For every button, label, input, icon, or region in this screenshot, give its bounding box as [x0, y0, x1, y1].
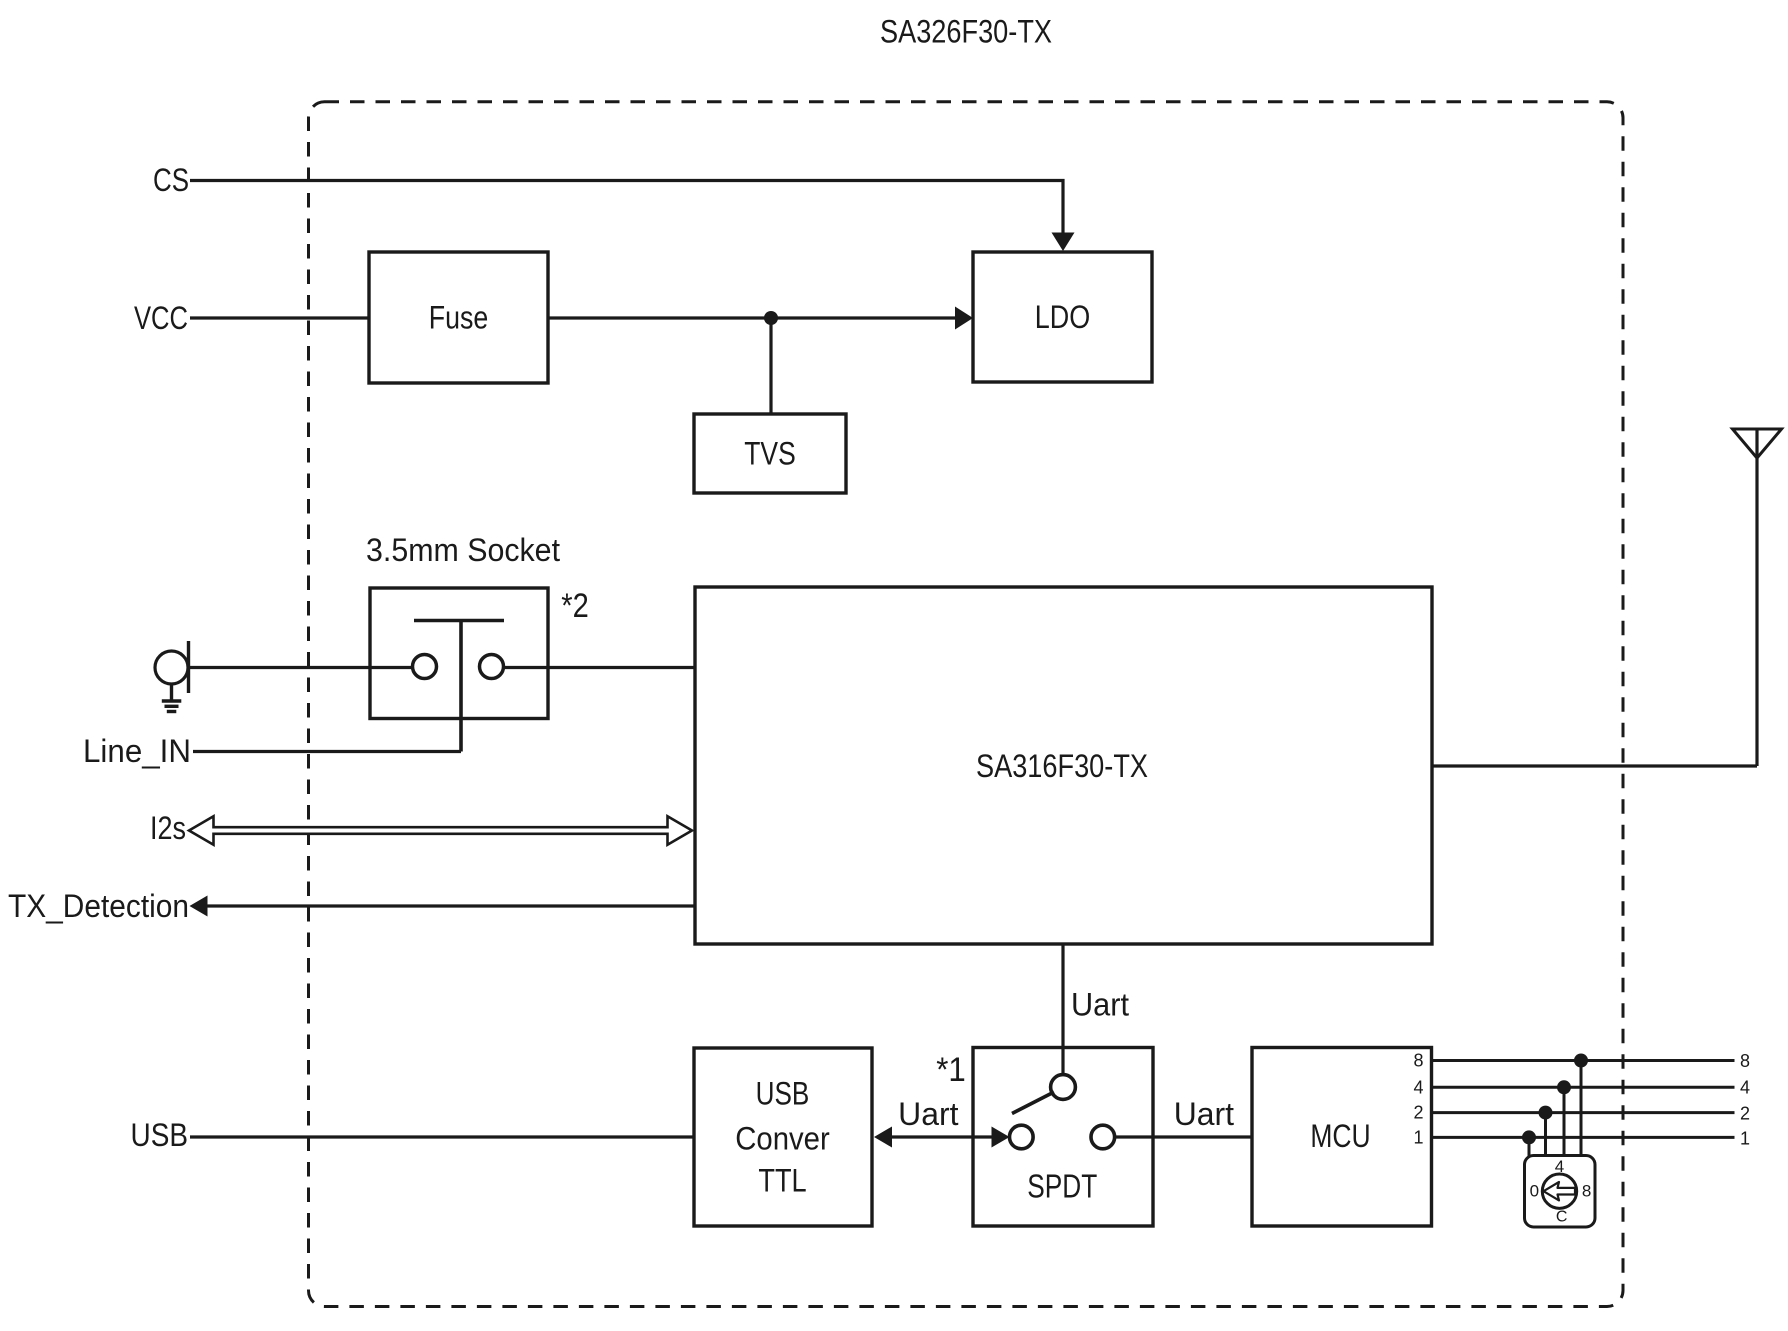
svg-text:*1: *1: [936, 1051, 966, 1089]
svg-text:LDO: LDO: [1035, 299, 1091, 335]
svg-text:TX_Detection: TX_Detection: [8, 888, 189, 924]
svg-text:I2s: I2s: [150, 810, 186, 846]
svg-text:0: 0: [1530, 1182, 1539, 1201]
svg-text:Uart: Uart: [1071, 987, 1129, 1023]
svg-text:2: 2: [1740, 1103, 1750, 1123]
svg-text:3.5mm Socket: 3.5mm Socket: [366, 532, 560, 568]
svg-text:TTL: TTL: [758, 1163, 806, 1199]
svg-text:4: 4: [1555, 1157, 1564, 1176]
svg-text:SA316F30-TX: SA316F30-TX: [976, 748, 1148, 784]
svg-text:8: 8: [1582, 1182, 1591, 1201]
svg-text:*2: *2: [561, 587, 589, 625]
svg-text:VCC: VCC: [134, 300, 188, 336]
svg-text:1: 1: [1740, 1128, 1750, 1148]
svg-text:Fuse: Fuse: [429, 300, 489, 336]
svg-text:8: 8: [1740, 1051, 1750, 1071]
svg-text:Uart: Uart: [898, 1096, 958, 1132]
svg-text:Uart: Uart: [1174, 1096, 1234, 1132]
svg-text:USB: USB: [756, 1076, 810, 1112]
svg-text:CS: CS: [153, 162, 189, 198]
svg-text:2: 2: [1413, 1103, 1423, 1123]
svg-text:4: 4: [1740, 1077, 1750, 1097]
svg-text:1: 1: [1413, 1127, 1423, 1147]
svg-text:TVS: TVS: [744, 436, 796, 472]
svg-text:C: C: [1556, 1209, 1568, 1226]
svg-text:USB: USB: [131, 1117, 189, 1153]
svg-text:SPDT: SPDT: [1027, 1168, 1097, 1205]
svg-text:SA326F30-TX: SA326F30-TX: [880, 14, 1052, 50]
svg-text:4: 4: [1413, 1077, 1423, 1097]
svg-text:Conver: Conver: [735, 1121, 830, 1157]
svg-text:Line_IN: Line_IN: [83, 733, 191, 769]
svg-text:MCU: MCU: [1310, 1118, 1370, 1154]
svg-text:8: 8: [1413, 1051, 1423, 1071]
